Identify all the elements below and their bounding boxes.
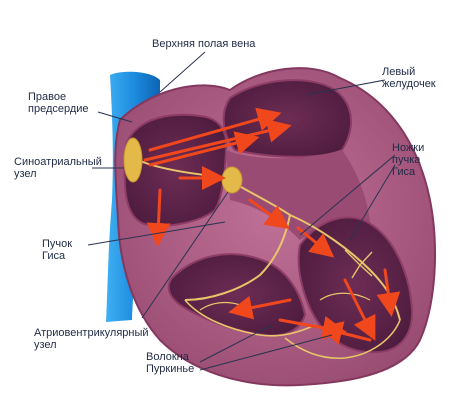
label-purkinje-fibers: Волокна Пуркинье [146, 351, 195, 375]
label-right-atrium: Правое предсердие [28, 91, 89, 115]
sa-node [123, 137, 143, 183]
purkinje-fiber-1 [284, 319, 401, 360]
leader-bundle-branches [299, 154, 396, 236]
arrow-atrial-1 [148, 107, 282, 152]
arrow-lv-bottom [343, 278, 376, 341]
label-left-ventricle: Левый желудочек [382, 66, 436, 90]
left-upper-chamber [222, 79, 353, 158]
leader-bundle-branches-2 [349, 164, 396, 241]
leader-purkinje-2 [199, 334, 333, 371]
purkinje-fiber-3 [344, 249, 373, 279]
right-bundle-branch-fiber [184, 214, 291, 301]
septum-wall [226, 150, 372, 240]
label-bundle-of-his: Пучок Гиса [42, 238, 73, 262]
impulse-arrows [143, 107, 401, 345]
leader-purkinje-1 [199, 324, 273, 363]
arrow-ra-down-1 [146, 188, 171, 247]
arrow-lv-down [376, 268, 401, 317]
label-av-node: Атриовентрикулярный узел [34, 327, 149, 351]
leader-lines [87, 51, 396, 371]
av-node [221, 166, 243, 194]
label-bundle-branches: Ножки пучка Гиса [392, 142, 425, 178]
leader-vena-cava [159, 51, 206, 93]
purkinje-fiber-2 [184, 299, 316, 337]
label-sa-node: Синоатриальный узел [14, 156, 102, 180]
arrow-septum-1 [248, 198, 290, 230]
leader-right-atrium [97, 111, 133, 123]
leader-left-ventricle [304, 79, 386, 96]
leader-av-node [141, 191, 229, 319]
arrow-atrial-3 [148, 131, 260, 167]
arrow-septum-2 [296, 226, 335, 258]
leader-bundle-his [87, 221, 226, 246]
arrow-rv-1 [228, 295, 292, 320]
label-superior-vena-cava: Верхняя полая вена [152, 38, 256, 50]
arrow-rv-2 [278, 316, 347, 340]
